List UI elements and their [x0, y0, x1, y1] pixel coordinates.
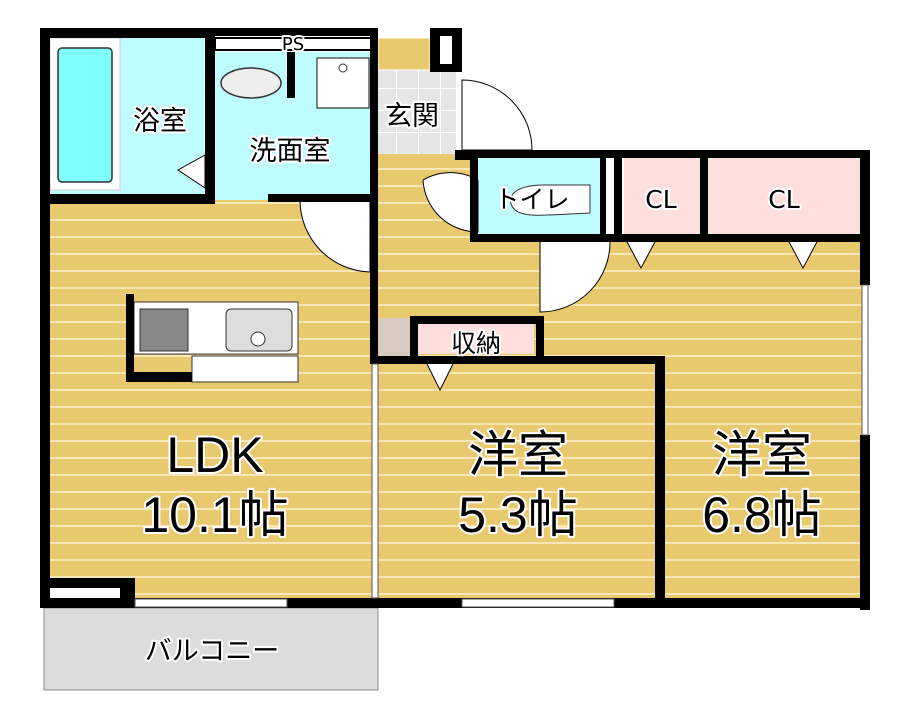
wall: [287, 52, 295, 98]
western1-size: 5.3帖: [458, 487, 578, 543]
hall-door-swing: [539, 239, 611, 313]
balcony-label: バルコニー: [145, 636, 279, 667]
toilet-door-swing: [422, 172, 479, 233]
stove-icon: [139, 308, 189, 352]
ldk-name: LDK: [166, 427, 263, 483]
western2-name: 洋室: [712, 427, 812, 483]
storage-floor: [418, 324, 534, 354]
washing-machine-icon: [316, 57, 370, 109]
drain-icon: [338, 63, 348, 73]
washroom-label: 洗面室: [250, 136, 331, 167]
balcony-area: [43, 607, 379, 691]
ldk-floor: [46, 200, 376, 602]
kitchen-shelf: [191, 355, 299, 383]
closet1-label: CL: [645, 185, 676, 214]
bath-label: 浴室: [133, 106, 187, 137]
toilet-icon: [510, 184, 591, 216]
entrance-door-swing: [461, 79, 533, 151]
ldk-door-swing: [299, 199, 371, 273]
western1-name: 洋室: [468, 427, 568, 483]
western1-floor: [376, 362, 661, 604]
closet2-floor: [708, 158, 860, 234]
shoe-cabinet: [377, 37, 431, 71]
storage-label: 収納: [451, 329, 501, 358]
entrance-label: 玄関: [385, 101, 439, 132]
closet1-floor: [624, 158, 700, 234]
windows[interactable]: [134, 284, 869, 608]
western2-size: 6.8帖: [702, 487, 822, 543]
sink-icon: [225, 308, 293, 352]
washbasin-icon: [220, 67, 282, 99]
ps-label: PS: [282, 34, 304, 55]
storage-side: [378, 318, 412, 360]
bathtub-icon: [57, 47, 113, 183]
walls: [40, 28, 870, 610]
sink-drain-icon: [250, 331, 266, 347]
ldk-size: 10.1帖: [141, 487, 288, 543]
toilet-label: トイレ: [494, 185, 569, 214]
closet2-label: CL: [768, 185, 799, 214]
